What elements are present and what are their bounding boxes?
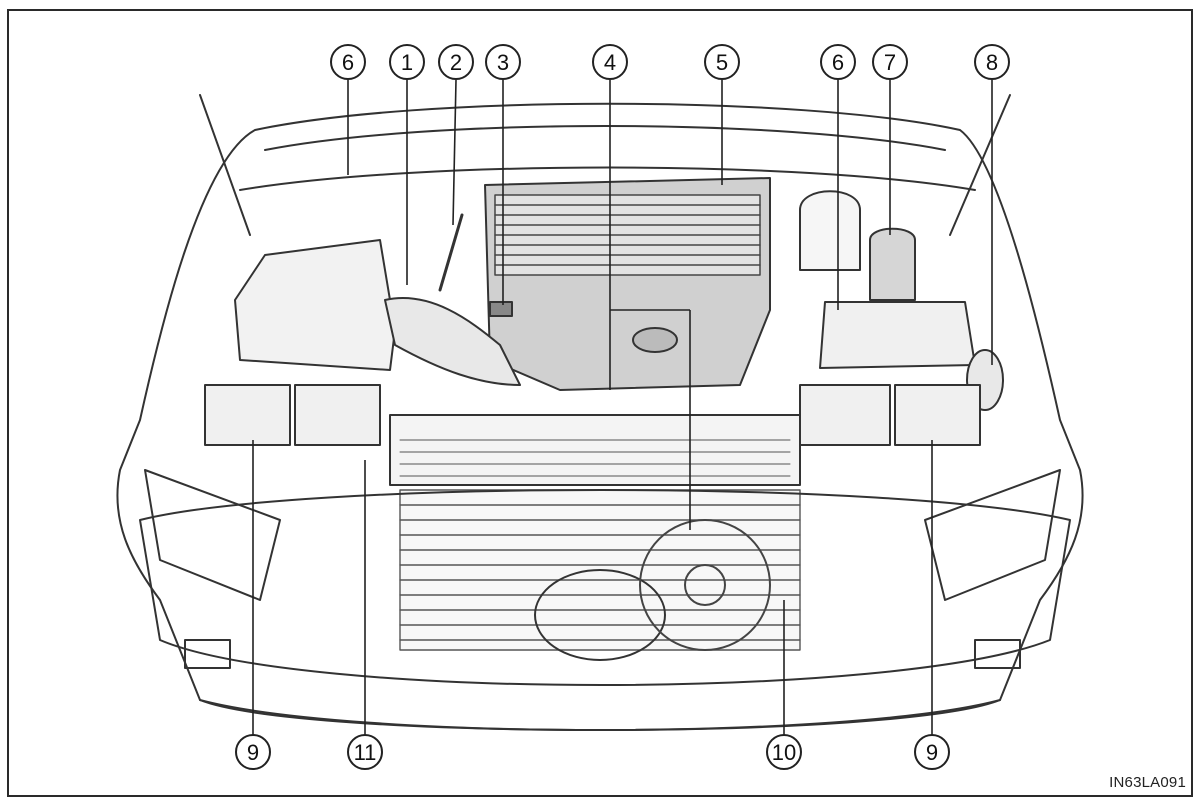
hood-strut-left xyxy=(199,94,251,236)
svg-text:3: 3 xyxy=(497,50,509,75)
dipstick xyxy=(438,213,464,292)
front-bumper xyxy=(139,489,1071,686)
svg-text:4: 4 xyxy=(604,50,616,75)
callout-2: 2 xyxy=(438,44,474,80)
svg-text:8: 8 xyxy=(986,50,998,75)
intake-hose xyxy=(384,297,521,386)
grille-emblem xyxy=(534,569,666,661)
leader-lines xyxy=(252,79,993,735)
battery-right xyxy=(799,384,981,446)
svg-text:10: 10 xyxy=(772,740,796,765)
oil-filler-cap xyxy=(489,301,513,317)
engine-cover-emblem xyxy=(632,327,678,353)
hood-strut-right xyxy=(949,94,1011,236)
svg-text:9: 9 xyxy=(926,740,938,765)
figure-code: IN63LA091 xyxy=(1109,774,1186,791)
lower-valance xyxy=(199,699,1001,731)
fog-light-left xyxy=(184,639,231,669)
callout-6-top-right: 6 xyxy=(820,44,856,80)
fuse-box xyxy=(819,301,976,369)
svg-text:6: 6 xyxy=(342,50,354,75)
svg-text:9: 9 xyxy=(247,740,259,765)
radiator-fins xyxy=(399,439,791,477)
svg-text:1: 1 xyxy=(401,50,413,75)
callout-11: 11 xyxy=(347,734,383,770)
callout-5: 5 xyxy=(704,44,740,80)
brake-reservoir xyxy=(869,227,916,301)
headlight-left xyxy=(144,469,281,601)
svg-text:7: 7 xyxy=(884,50,896,75)
headlight-right xyxy=(924,469,1061,601)
cooling-fan xyxy=(639,519,771,651)
diagram-frame xyxy=(7,9,1193,797)
callout-3: 3 xyxy=(485,44,521,80)
svg-text:5: 5 xyxy=(716,50,728,75)
svg-text:6: 6 xyxy=(832,50,844,75)
intake-grille xyxy=(494,194,761,276)
svg-text:2: 2 xyxy=(450,50,462,75)
callout-10: 10 xyxy=(766,734,802,770)
fog-light-right xyxy=(974,639,1021,669)
front-grille xyxy=(399,489,801,651)
air-cleaner-box xyxy=(234,239,396,371)
coolant-reservoir xyxy=(799,190,861,271)
callout-1: 1 xyxy=(389,44,425,80)
callout-9-bottom-left: 9 xyxy=(235,734,271,770)
callout-6-top-left: 6 xyxy=(330,44,366,80)
callout-4: 4 xyxy=(592,44,628,80)
battery-left xyxy=(204,384,381,446)
radiator-header xyxy=(389,414,801,486)
callout-8: 8 xyxy=(974,44,1010,80)
callout-9-bottom-right: 9 xyxy=(914,734,950,770)
svg-text:11: 11 xyxy=(354,740,377,765)
callout-7: 7 xyxy=(872,44,908,80)
hood-inner xyxy=(264,125,946,151)
